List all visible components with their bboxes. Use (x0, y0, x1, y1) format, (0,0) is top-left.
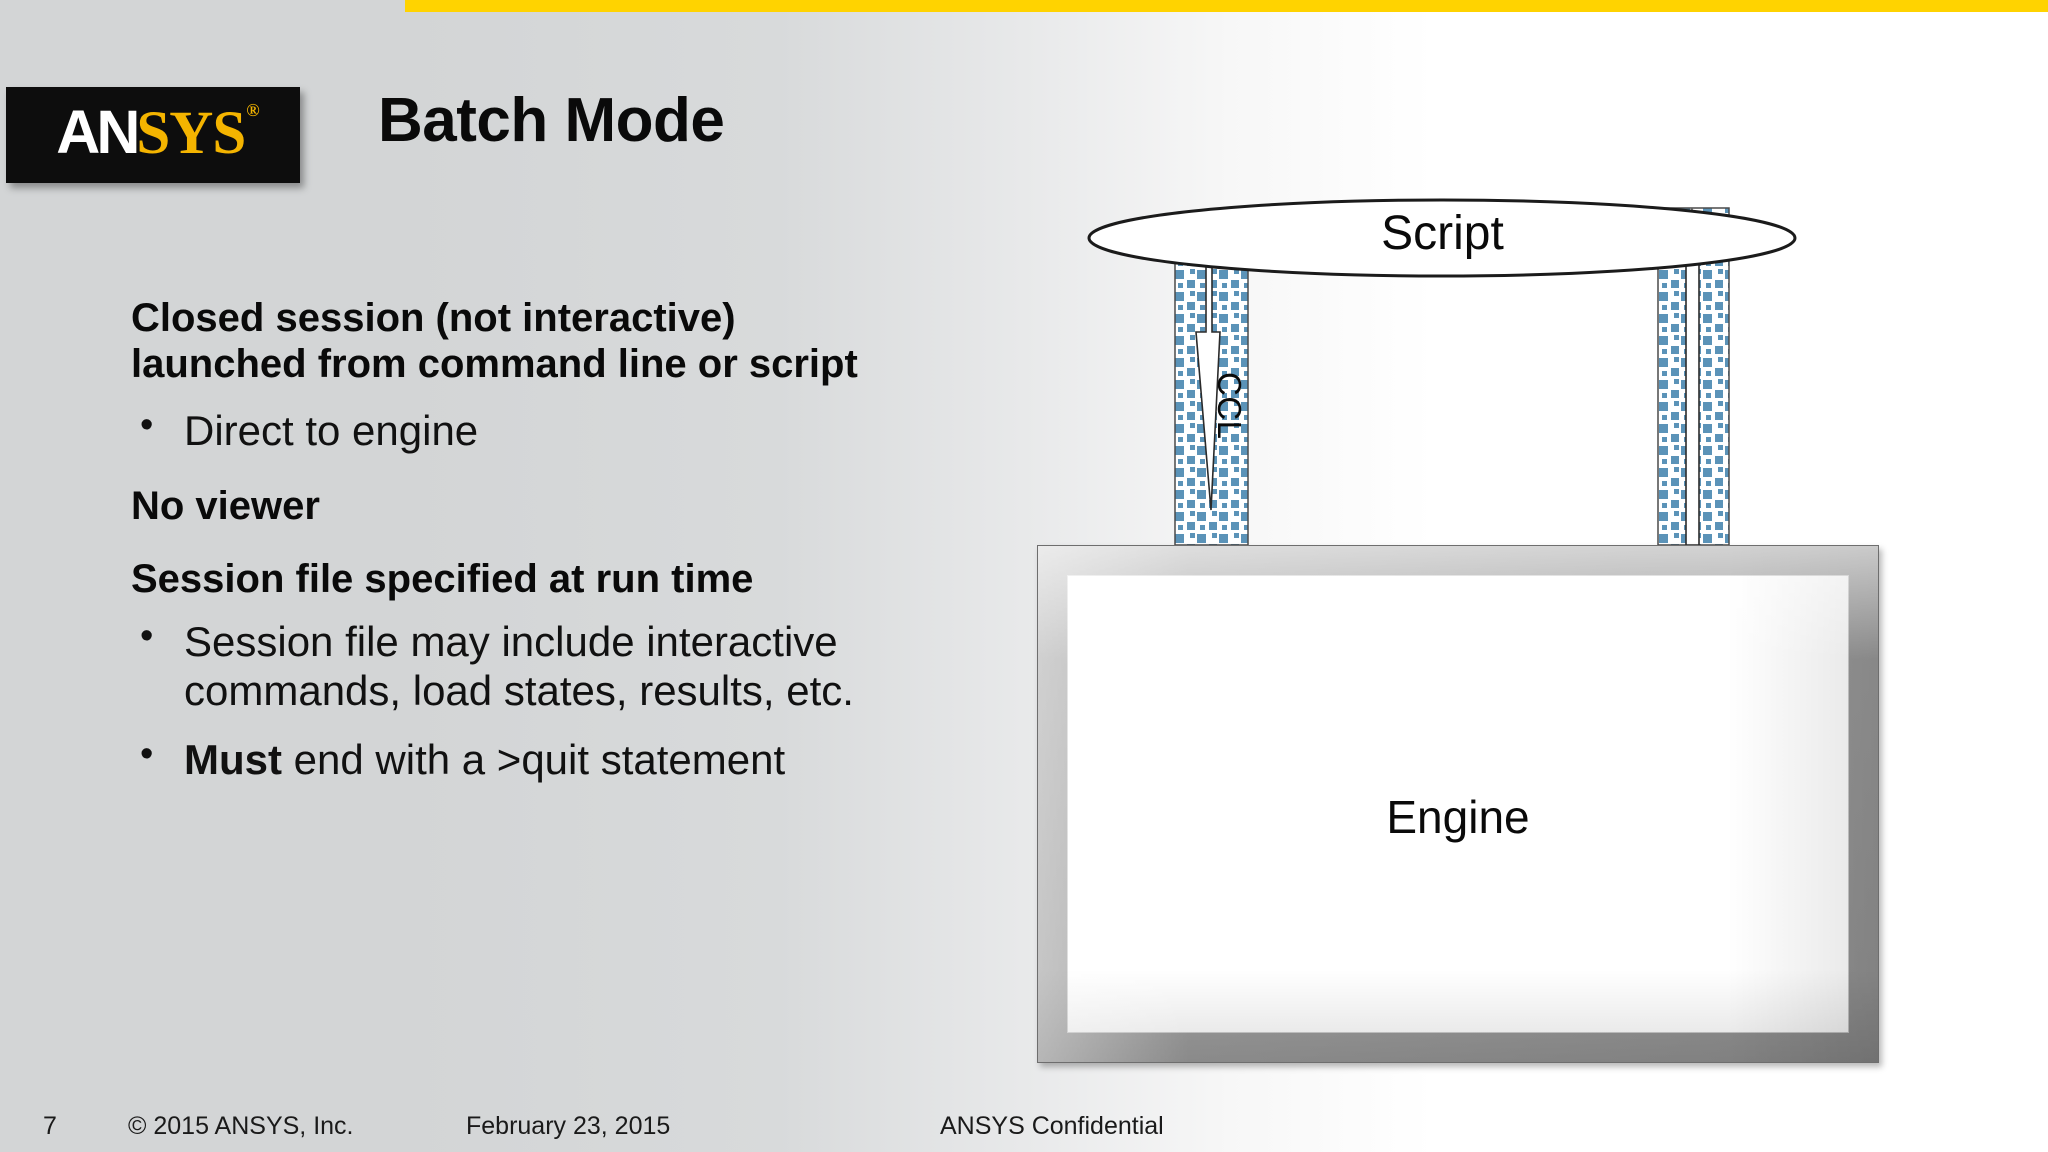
ansys-logo-an: AN (56, 98, 140, 166)
lead-paragraph-2: No viewer (131, 483, 320, 528)
lead-paragraph-1-line-1: Closed session (not interactive) (131, 296, 736, 340)
ccl-label: CCL (1211, 372, 1248, 440)
list-item: Must end with a >quit statement (131, 732, 971, 784)
list-item: Session file may include interactive com… (131, 614, 971, 715)
ansys-logo-sys: SYS (136, 100, 246, 167)
date-text: February 23, 2015 (466, 1112, 671, 1140)
ccl-down-arrow-band (1174, 217, 1249, 546)
top-accent-bar (405, 0, 2048, 12)
engine-label: Engine (1386, 791, 1530, 843)
list-item-text: end with a >quit statement (282, 735, 786, 783)
ansys-logo: ANSYS® (6, 87, 300, 183)
registered-trademark-icon: ® (246, 99, 259, 120)
lead-paragraph-1: Closed session (not interactive) launche… (131, 295, 971, 388)
script-ellipse (1087, 198, 1797, 278)
page-title: Batch Mode (378, 86, 725, 155)
script-label: Script (1381, 207, 1504, 260)
list-item-emphasis: Must (184, 735, 282, 783)
lead-paragraph-1-line-2: launched from command line or script (131, 342, 858, 387)
body-content: Closed session (not interactive) launche… (131, 295, 971, 784)
ansys-logo-wordmark: ANSYS® (56, 99, 260, 167)
batch-mode-diagram (1020, 180, 1920, 1090)
page-number: 7 (43, 1112, 57, 1140)
confidentiality-text: ANSYS Confidential (940, 1112, 1164, 1140)
copyright-text: © 2015 ANSYS, Inc. (128, 1112, 354, 1140)
slide-footer: 7 © 2015 ANSYS, Inc. February 23, 2015 A… (0, 1112, 2048, 1152)
list-item: Direct to engine (131, 403, 971, 455)
lead-paragraph-3: Session file specified at run time (131, 557, 754, 602)
diagram-svg (1087, 198, 1797, 546)
